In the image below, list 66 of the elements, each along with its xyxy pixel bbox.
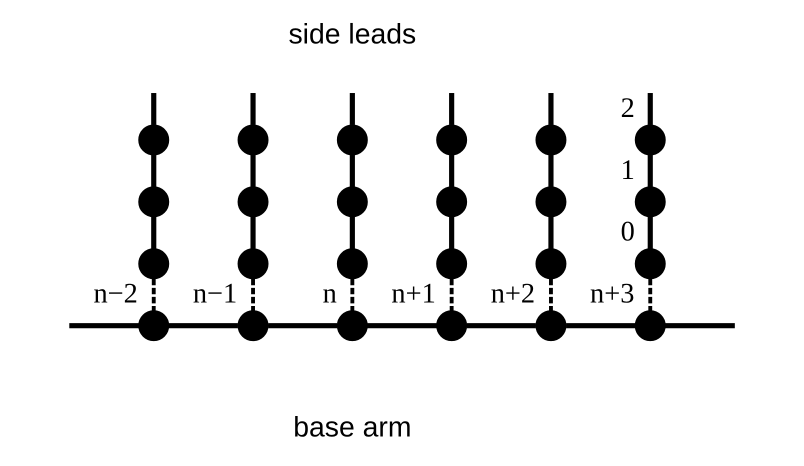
node-circle xyxy=(535,310,566,342)
connector xyxy=(466,323,536,328)
node-circle xyxy=(634,124,666,156)
node-circle xyxy=(238,310,269,342)
label: side leads xyxy=(288,18,416,51)
connector xyxy=(548,155,554,187)
connector xyxy=(250,93,256,125)
connector xyxy=(548,216,554,249)
connector xyxy=(350,216,355,249)
node-label: 2 xyxy=(620,92,635,124)
node-circle xyxy=(436,124,468,156)
connector xyxy=(250,216,256,249)
node-circle xyxy=(336,186,368,218)
node-circle xyxy=(535,248,566,280)
connector xyxy=(648,278,652,311)
connector xyxy=(449,155,454,187)
connector xyxy=(69,323,139,328)
node-circle xyxy=(436,310,468,342)
label: base arm xyxy=(293,412,412,444)
connector xyxy=(450,278,454,311)
connector xyxy=(648,216,653,249)
node-circle xyxy=(138,248,170,280)
node-circle xyxy=(138,124,170,156)
node-circle xyxy=(436,186,468,218)
connector xyxy=(566,323,636,328)
connector xyxy=(152,278,156,311)
node-circle xyxy=(436,248,468,280)
connector xyxy=(648,93,653,125)
node-label: n+2 xyxy=(490,278,536,310)
connector xyxy=(151,216,156,249)
node-circle xyxy=(336,310,368,342)
connector xyxy=(549,278,553,311)
node-label: n+1 xyxy=(391,278,436,310)
connector xyxy=(548,93,554,125)
node-circle xyxy=(138,310,170,342)
connector xyxy=(367,323,437,328)
node-circle xyxy=(535,124,566,156)
node-circle xyxy=(138,186,170,218)
connector xyxy=(350,93,355,125)
connector xyxy=(350,155,355,187)
node-label: 0 xyxy=(620,216,635,248)
connector xyxy=(168,323,238,328)
node-label: n+3 xyxy=(590,278,634,310)
node-circle xyxy=(238,124,269,156)
connector xyxy=(151,93,156,125)
connector xyxy=(449,216,454,249)
connector xyxy=(350,278,354,311)
connector xyxy=(665,323,735,328)
connector xyxy=(250,155,256,187)
node-circle xyxy=(535,186,566,218)
node-circle xyxy=(238,186,269,218)
node-circle xyxy=(238,248,269,280)
connector xyxy=(449,93,454,125)
node-label: n−1 xyxy=(192,278,238,310)
node-circle xyxy=(336,124,368,156)
connector xyxy=(648,155,653,187)
node-circle xyxy=(336,248,368,280)
node-label: n xyxy=(322,278,337,310)
connector xyxy=(268,323,338,328)
node-label: n−2 xyxy=(94,278,138,310)
node-circle xyxy=(634,186,666,218)
connector xyxy=(151,155,156,187)
connector xyxy=(251,278,255,311)
node-circle xyxy=(634,310,666,342)
node-label: 1 xyxy=(620,154,635,186)
node-circle xyxy=(634,248,666,280)
